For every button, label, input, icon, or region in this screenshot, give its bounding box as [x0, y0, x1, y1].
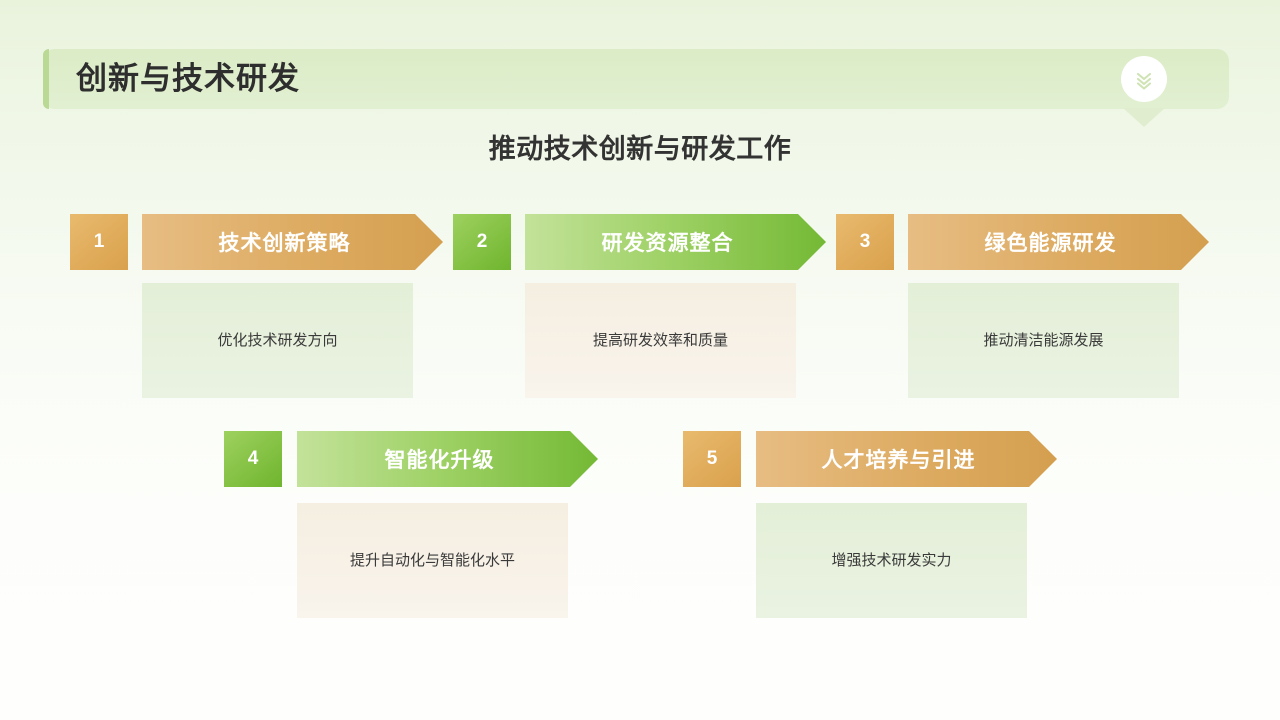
step-description-4: 提升自动化与智能化水平 — [297, 503, 568, 618]
step-description-text-2: 提高研发效率和质量 — [592, 331, 728, 349]
step-description-text-4: 提升自动化与智能化水平 — [349, 551, 515, 569]
step-description-2: 提高研发效率和质量 — [525, 283, 796, 398]
step-title-label-4: 智能化升级 — [384, 449, 495, 472]
step-description-text-3: 推动清洁能源发展 — [983, 331, 1104, 349]
step-description-text-5: 增强技术研发实力 — [831, 551, 952, 569]
step-number-badge-3[interactable]: 3 — [836, 214, 894, 270]
header-accent-stripe — [43, 49, 49, 109]
step-title-label-5: 人才培养与引进 — [821, 449, 976, 472]
page-title: 创新与技术研发 — [76, 61, 300, 96]
step-title-chevron-5[interactable]: 人才培养与引进 — [756, 431, 1057, 487]
step-title-label-1: 技术创新策略 — [218, 232, 351, 255]
header-pointer-triangle — [1123, 108, 1165, 127]
step-title-chevron-3[interactable]: 绿色能源研发 — [908, 214, 1209, 270]
step-description-5: 增强技术研发实力 — [756, 503, 1027, 618]
step-description-3: 推动清洁能源发展 — [908, 283, 1179, 398]
step-title-chevron-1[interactable]: 技术创新策略 — [142, 214, 443, 270]
step-number-badge-5[interactable]: 5 — [683, 431, 741, 487]
step-number-badge-2[interactable]: 2 — [453, 214, 511, 270]
double-chevron-down-icon[interactable] — [1121, 56, 1167, 102]
step-title-label-2: 研发资源整合 — [601, 232, 734, 255]
slide-subtitle: 推动技术创新与研发工作 — [488, 134, 792, 164]
step-title-chevron-4[interactable]: 智能化升级 — [297, 431, 598, 487]
header-bar — [43, 49, 1229, 109]
step-title-label-3: 绿色能源研发 — [984, 232, 1117, 255]
step-number-badge-4[interactable]: 4 — [224, 431, 282, 487]
step-description-1: 优化技术研发方向 — [142, 283, 413, 398]
step-description-text-1: 优化技术研发方向 — [217, 331, 338, 349]
step-title-chevron-2[interactable]: 研发资源整合 — [525, 214, 826, 270]
step-number-badge-1[interactable]: 1 — [70, 214, 128, 270]
